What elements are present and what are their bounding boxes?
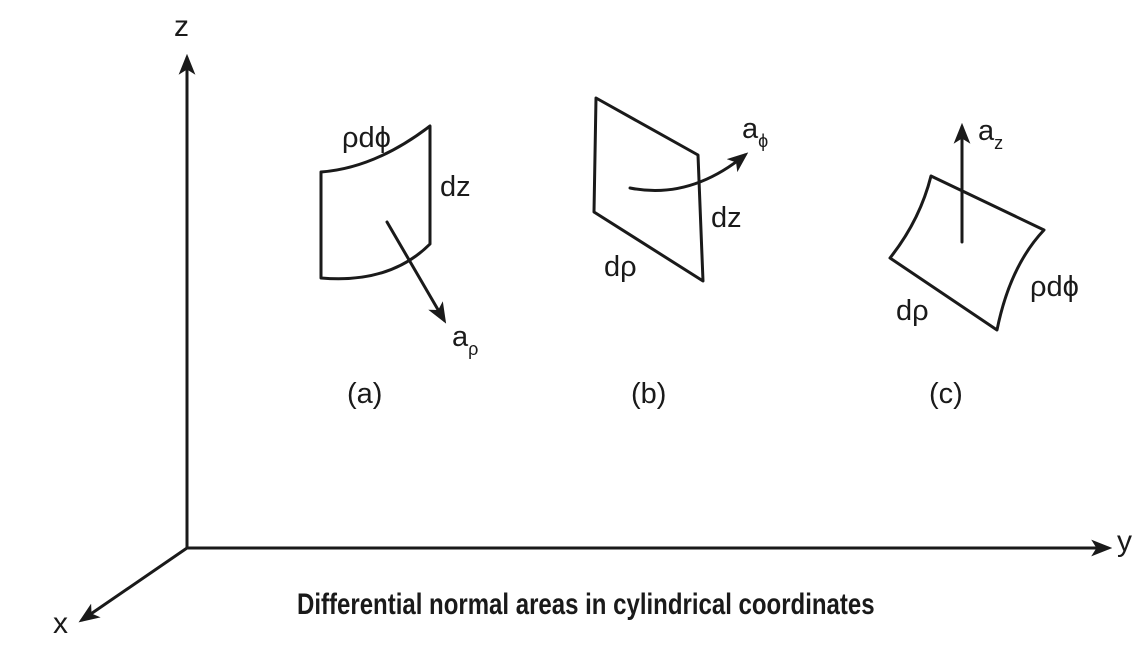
- panel-label-c: (c): [929, 378, 963, 410]
- panel-label-b: (b): [631, 378, 666, 410]
- coordinate-axes: z y x: [53, 10, 1132, 640]
- edge-label-c-drho: dρ: [896, 295, 929, 327]
- surface-element-a: [319, 124, 432, 281]
- panel-b: dz dρ aϕ (b): [592, 96, 768, 410]
- z-axis-label: z: [174, 10, 189, 43]
- y-axis-label: y: [1117, 525, 1132, 558]
- edge-label-a-rhodphi: ρdϕ: [342, 122, 391, 154]
- normal-arrow-a: [385, 220, 447, 324]
- x-axis: [78, 546, 189, 623]
- x-axis-label: x: [53, 607, 68, 640]
- panel-label-a: (a): [347, 378, 382, 410]
- surface-element-b: [592, 96, 705, 283]
- normal-label-a: aρ: [452, 321, 478, 359]
- edge-label-b-dz: dz: [711, 202, 742, 234]
- panel-a: ρdϕ dz aρ (a): [319, 122, 478, 410]
- figure-caption: Differential normal areas in cylindrical…: [297, 588, 875, 621]
- normal-arrow-b: [628, 152, 749, 192]
- normal-label-b: aϕ: [742, 113, 768, 151]
- edge-label-a-dz: dz: [440, 171, 471, 203]
- edge-label-c-rhodphi: ρdϕ: [1030, 271, 1079, 303]
- normal-label-c: az: [978, 115, 1003, 153]
- surface-element-c: [888, 174, 1046, 332]
- panel-c: az dρ ρdϕ (c): [888, 115, 1079, 410]
- edge-label-b-drho: dρ: [604, 251, 637, 283]
